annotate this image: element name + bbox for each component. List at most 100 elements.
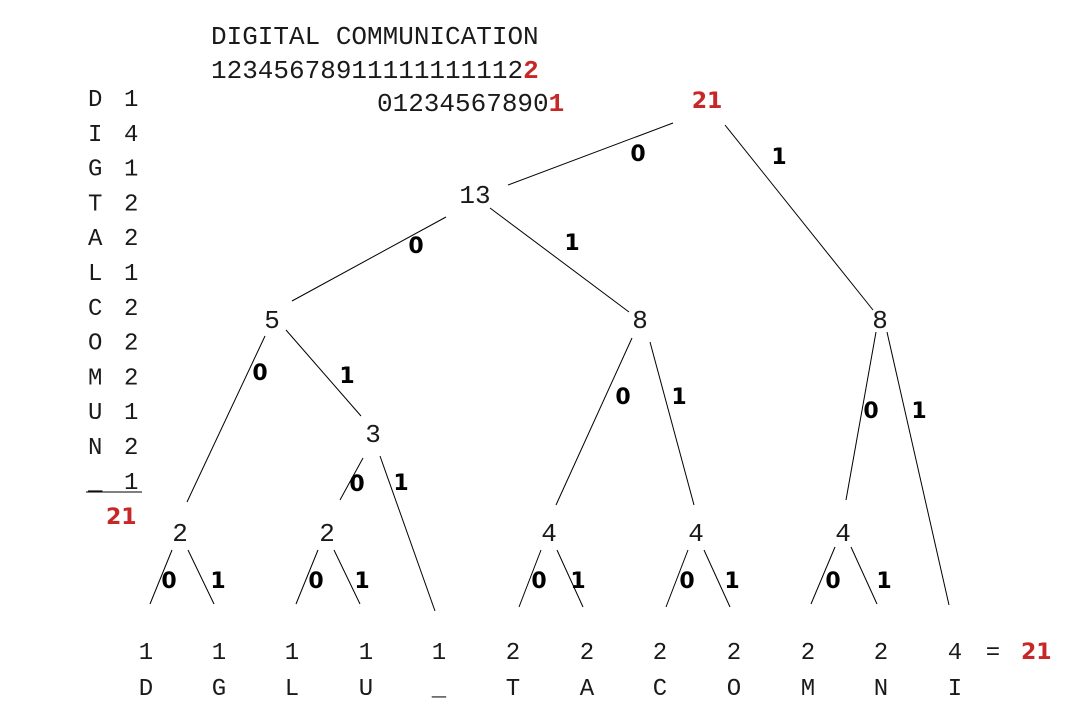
node-5: 5 <box>264 306 280 336</box>
frequency-table-count: 1 <box>124 470 138 497</box>
edge-5-left <box>186 335 266 503</box>
bit-2a-1: 1 <box>210 569 225 594</box>
frequency-table-count: 2 <box>124 435 138 462</box>
leaf-count: 2 <box>506 640 520 667</box>
edge-3-left <box>339 457 364 501</box>
bit-5-0: 0 <box>252 361 267 386</box>
edge-4b-left <box>665 549 689 608</box>
leaf-symbol: O <box>727 676 741 702</box>
frequency-table-count: 1 <box>124 157 138 184</box>
leaf-count: 1 <box>212 640 226 667</box>
frequency-table-count: 2 <box>124 226 138 253</box>
leaf-count: 2 <box>727 640 741 667</box>
leaf-count: 1 <box>139 640 153 667</box>
bit-root-0: 0 <box>630 142 645 167</box>
frequency-table-symbol: _ <box>87 470 103 497</box>
frequency-table-symbol: N <box>88 435 102 462</box>
bit-8m-1: 1 <box>671 385 686 410</box>
bit-4a-1: 1 <box>570 569 585 594</box>
leaf-total: 21 <box>1021 640 1052 665</box>
header-title: DIGITAL COMMUNICATION <box>211 22 539 52</box>
node-4-b: 4 <box>688 519 704 549</box>
leaf-count: 1 <box>285 640 299 667</box>
bit-2b-1: 1 <box>354 569 369 594</box>
leaf-count: 1 <box>359 640 373 667</box>
bit-13-0: 0 <box>408 234 423 259</box>
frequency-table-symbol: O <box>88 331 102 358</box>
bit-8r-0: 0 <box>863 399 878 424</box>
node-2-right: 2 <box>319 519 335 549</box>
leaf-symbol: I <box>948 676 962 702</box>
leaf-symbol: T <box>506 676 520 702</box>
frequency-table-count: 1 <box>124 400 138 427</box>
edge-13-right <box>489 207 630 313</box>
node-root: 21 <box>692 89 723 114</box>
frequency-table-count: 2 <box>124 296 138 323</box>
bit-4c-0: 0 <box>825 569 840 594</box>
frequency-total: 21 <box>106 505 137 530</box>
bit-4c-1: 1 <box>876 569 891 594</box>
frequency-table-symbol: A <box>88 226 103 253</box>
leaf-symbol: _ <box>431 676 447 702</box>
edge-root-left <box>507 122 674 186</box>
leaf-symbol: M <box>801 676 815 702</box>
frequency-table-symbol: D <box>88 87 102 114</box>
node-2-left: 2 <box>172 519 188 549</box>
edge-8r-right <box>886 331 950 606</box>
leaf-equals-sign: = <box>986 640 1000 667</box>
bit-5-1: 1 <box>339 364 354 389</box>
node-8-right: 8 <box>872 306 888 336</box>
leaf-symbol: A <box>580 676 595 702</box>
frequency-table-symbol: L <box>88 261 102 288</box>
frequency-table-count: 2 <box>124 191 138 218</box>
frequency-table-symbol: U <box>88 400 102 427</box>
edge-13-left <box>291 216 447 302</box>
edge-3-right <box>379 455 436 612</box>
bit-root-1: 1 <box>771 145 786 170</box>
frequency-table-symbol: I <box>88 122 102 149</box>
frequency-table-symbol: C <box>88 296 102 323</box>
edge-8r-left <box>845 331 877 501</box>
node-4-c: 4 <box>835 519 851 549</box>
edge-8m-right <box>649 341 695 506</box>
leaf-symbol: L <box>285 676 299 702</box>
header-index-row2: 012345678901 <box>377 89 564 119</box>
edge-4c-right <box>850 546 878 605</box>
node-8-middle: 8 <box>632 306 648 336</box>
frequency-table-symbol: G <box>88 157 102 184</box>
leaf-symbol: U <box>359 676 373 702</box>
bit-8r-1: 1 <box>911 399 926 424</box>
bit-8m-0: 0 <box>615 385 630 410</box>
tree-edges <box>149 122 950 612</box>
edge-2a-right <box>187 549 215 605</box>
edge-4a-right <box>556 549 584 608</box>
edge-4c-left <box>810 546 836 605</box>
edge-bit-labels: 0 1 0 1 0 1 0 1 0 1 0 1 0 1 0 1 0 1 0 1 … <box>161 142 926 594</box>
leaf-count: 2 <box>580 640 594 667</box>
leaf-symbol: D <box>139 676 153 702</box>
leaf-symbol: G <box>212 676 226 702</box>
edge-2b-left <box>295 549 319 605</box>
leaf-symbol: N <box>874 676 888 702</box>
bit-13-1: 1 <box>564 231 579 256</box>
header-index-row1: 123456789111111111122 <box>211 56 539 86</box>
edge-2b-right <box>333 549 361 605</box>
edge-4b-right <box>703 549 731 608</box>
bit-4a-0: 0 <box>531 569 546 594</box>
leaf-count: 4 <box>948 640 962 667</box>
leaf-symbol: C <box>653 676 667 702</box>
frequency-table-count: 1 <box>124 261 138 288</box>
leaf-count: 1 <box>432 640 446 667</box>
bit-4b-1: 1 <box>724 569 739 594</box>
edge-4a-left <box>518 549 542 608</box>
frequency-table-count: 2 <box>124 331 138 358</box>
node-13: 13 <box>459 181 490 211</box>
frequency-table-symbol: M <box>88 365 102 392</box>
frequency-table-count: 2 <box>124 365 138 392</box>
node-3: 3 <box>365 420 381 450</box>
edge-2a-left <box>149 549 173 605</box>
bit-3-1: 1 <box>393 471 408 496</box>
